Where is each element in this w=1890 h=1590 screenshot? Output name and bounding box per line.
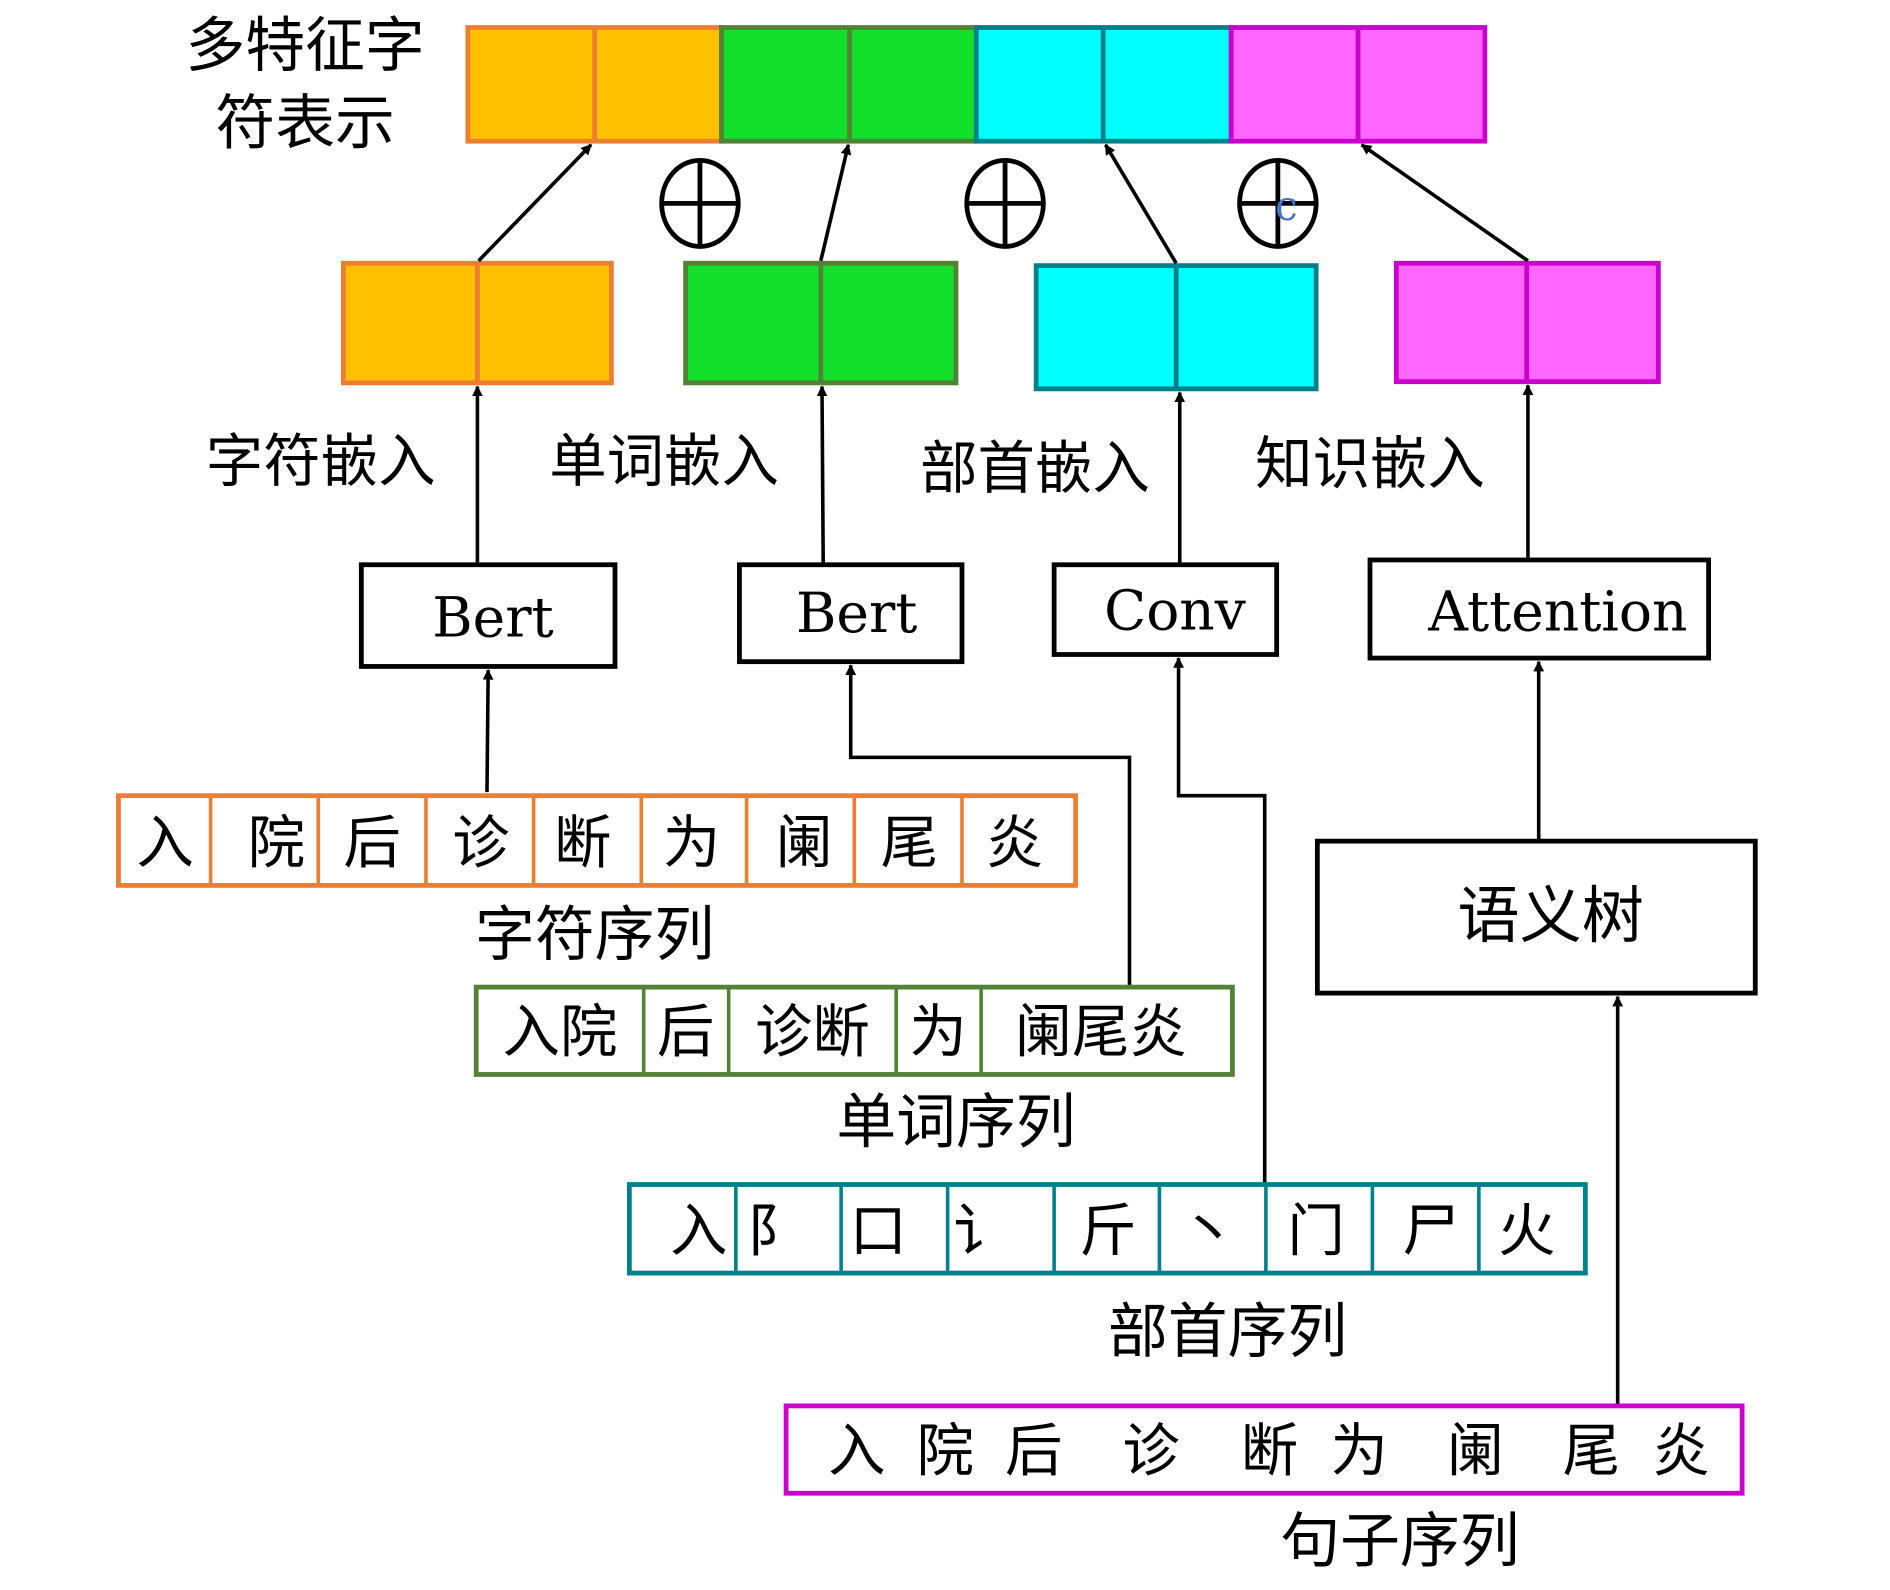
concat-symbol-1: [659, 157, 741, 249]
arrow-char-to-combined: [477, 143, 593, 263]
semantic-tree-box: 语义树: [1314, 838, 1758, 996]
output-label-line-2: 符表示: [215, 89, 394, 159]
word-sequence-label: 单词序列: [836, 1088, 1075, 1158]
char-token: 诊: [452, 810, 509, 877]
encoder-bert-word: Bert: [737, 562, 965, 665]
radical-sequence: 入 阝 口 讠 斤 丶 门 尸 火 部首序列: [626, 1182, 1588, 1367]
concat-symbol-2: [964, 157, 1046, 249]
word-sequence: 入院 后 诊断 为 阑尾炎 单词序列: [473, 984, 1235, 1158]
char-token: 炎: [986, 810, 1043, 877]
radical-sequence-label: 部首序列: [1108, 1297, 1347, 1367]
sentence-token: 为: [1331, 1417, 1388, 1484]
char-token: 断: [554, 810, 611, 877]
encoder-label-bert-word: Bert: [796, 581, 917, 645]
arrow-char-seq-to-bert: [482, 668, 494, 793]
radical-embedding-vector: [1033, 263, 1319, 392]
embedding-label-char: 字符嵌入: [206, 428, 436, 495]
char-token: 院: [248, 810, 305, 877]
arrow-word-seq-to-bert: [845, 664, 1132, 988]
radical-token: 阝: [747, 1197, 804, 1264]
radical-token: 讠: [954, 1197, 1011, 1264]
encoder-attention: Attention: [1367, 557, 1711, 661]
char-embedding-vector: [341, 260, 614, 386]
arrow-bert2-to-word-embedding: [816, 385, 828, 563]
embedding-label-word: 单词嵌入: [549, 428, 779, 495]
arrow-radical-seq-to-conv: [1173, 656, 1267, 1185]
arrow-knowledge-to-combined: [1360, 143, 1529, 263]
radical-token: 门: [1287, 1197, 1344, 1264]
concat-stray-mark: c: [1275, 182, 1298, 230]
word-token: 诊断: [755, 999, 870, 1066]
combined-feature-vector: [465, 25, 1488, 144]
sentence-token: 断: [1241, 1417, 1298, 1484]
arrow-radical-to-combined: [1104, 143, 1178, 265]
sentence-token: 阑: [1447, 1417, 1504, 1484]
encoder-conv: Conv: [1051, 562, 1280, 657]
radical-token: 尸: [1402, 1197, 1459, 1264]
char-sequence-label: 字符序列: [475, 900, 714, 970]
word-token: 后: [657, 999, 714, 1066]
radical-token: 丶: [1180, 1197, 1237, 1264]
sentence-token: 院: [917, 1417, 974, 1484]
char-token: 阑: [775, 810, 832, 877]
arrow-word-to-combined: [819, 143, 852, 262]
embedding-label-knowledge: 知识嵌入: [1255, 430, 1485, 497]
radical-token: 火: [1498, 1197, 1555, 1264]
concat-symbol-3: [1237, 157, 1319, 249]
sentence-token: 后: [1005, 1417, 1062, 1484]
sentence-token: 诊: [1122, 1417, 1179, 1484]
word-token: 阑尾炎: [1015, 999, 1187, 1066]
char-sequence: 入 院 后 诊 断 为 阑 尾 炎 字符序列: [116, 793, 1079, 970]
knowledge-embedding-vector: [1393, 260, 1661, 385]
sentence-token: 尾: [1563, 1417, 1620, 1484]
embedding-label-radical: 部首嵌入: [920, 435, 1150, 502]
radical-token: 入: [670, 1197, 727, 1264]
char-token: 入: [136, 810, 193, 877]
sentence-sequence-label: 句子序列: [1280, 1506, 1519, 1576]
output-label-line-1: 多特征字: [185, 11, 424, 81]
word-token: 为: [909, 999, 966, 1066]
sentence-token: 入: [828, 1417, 885, 1484]
radical-token: 斤: [1079, 1197, 1136, 1264]
char-token: 后: [343, 810, 400, 877]
encoder-label-bert-char: Bert: [432, 586, 553, 650]
word-token: 入院: [503, 999, 618, 1066]
encoder-label-attention: Attention: [1427, 580, 1687, 644]
sentence-sequence: 入 院 后 诊 断 为 阑 尾 炎 句子序列: [783, 1403, 1745, 1576]
encoder-bert-char: Bert: [358, 562, 618, 669]
fusion-arrows: [477, 143, 1529, 265]
word-embedding-vector: [683, 260, 959, 386]
char-token: 尾: [881, 810, 938, 877]
char-token: 为: [663, 810, 720, 877]
output-label: 多特征字 符表示: [185, 11, 424, 159]
encoder-label-conv: Conv: [1104, 578, 1246, 642]
radical-token: 口: [850, 1197, 907, 1264]
semantic-tree-label: 语义树: [1457, 879, 1644, 952]
sentence-token: 炎: [1652, 1417, 1709, 1484]
